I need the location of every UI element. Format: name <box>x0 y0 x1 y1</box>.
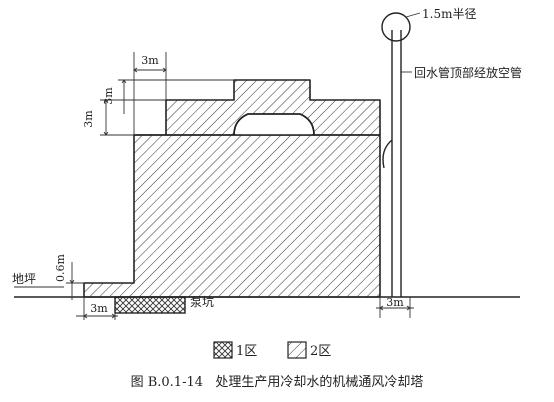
dim-pit <box>76 297 118 320</box>
dim-pit-label: 3m <box>90 302 108 315</box>
zone2-tower-body <box>83 79 381 298</box>
legend-zone2-swatch <box>287 341 307 359</box>
legend-zone1-swatch <box>213 341 233 359</box>
radius-leader <box>405 12 421 18</box>
vent-pipe-label: 回水管顶部经放空管 <box>414 65 522 80</box>
pump-pit <box>114 296 186 314</box>
dim-pipe <box>376 297 414 318</box>
fan-stack-gap <box>236 116 312 135</box>
dim-upper-label: 3m <box>102 87 115 105</box>
figure-caption: 图 B.0.1-14 处理生产用冷却水的机械通风冷却塔 <box>131 374 424 390</box>
fan-stack-outline <box>233 113 315 136</box>
dim-ground <box>66 262 84 300</box>
dim-top-label: 3m <box>141 54 159 67</box>
radius-circle <box>381 12 411 42</box>
radius-label: 1.5m半径 <box>422 7 476 21</box>
pump-pit-label: 泵坑 <box>190 294 214 309</box>
dim-top <box>133 52 167 135</box>
dim-ground-label: 0.6m <box>54 253 67 281</box>
ground-label: 地坪 <box>12 272 36 286</box>
dim-pipe-label: 3m <box>386 296 404 309</box>
dim-lower <box>100 99 134 136</box>
dim-lower-label: 3m <box>82 110 95 128</box>
legend-zone1-label: 1区 <box>236 344 257 359</box>
legend-zone2-label: 2区 <box>310 344 331 359</box>
vent-pipe <box>382 30 402 297</box>
